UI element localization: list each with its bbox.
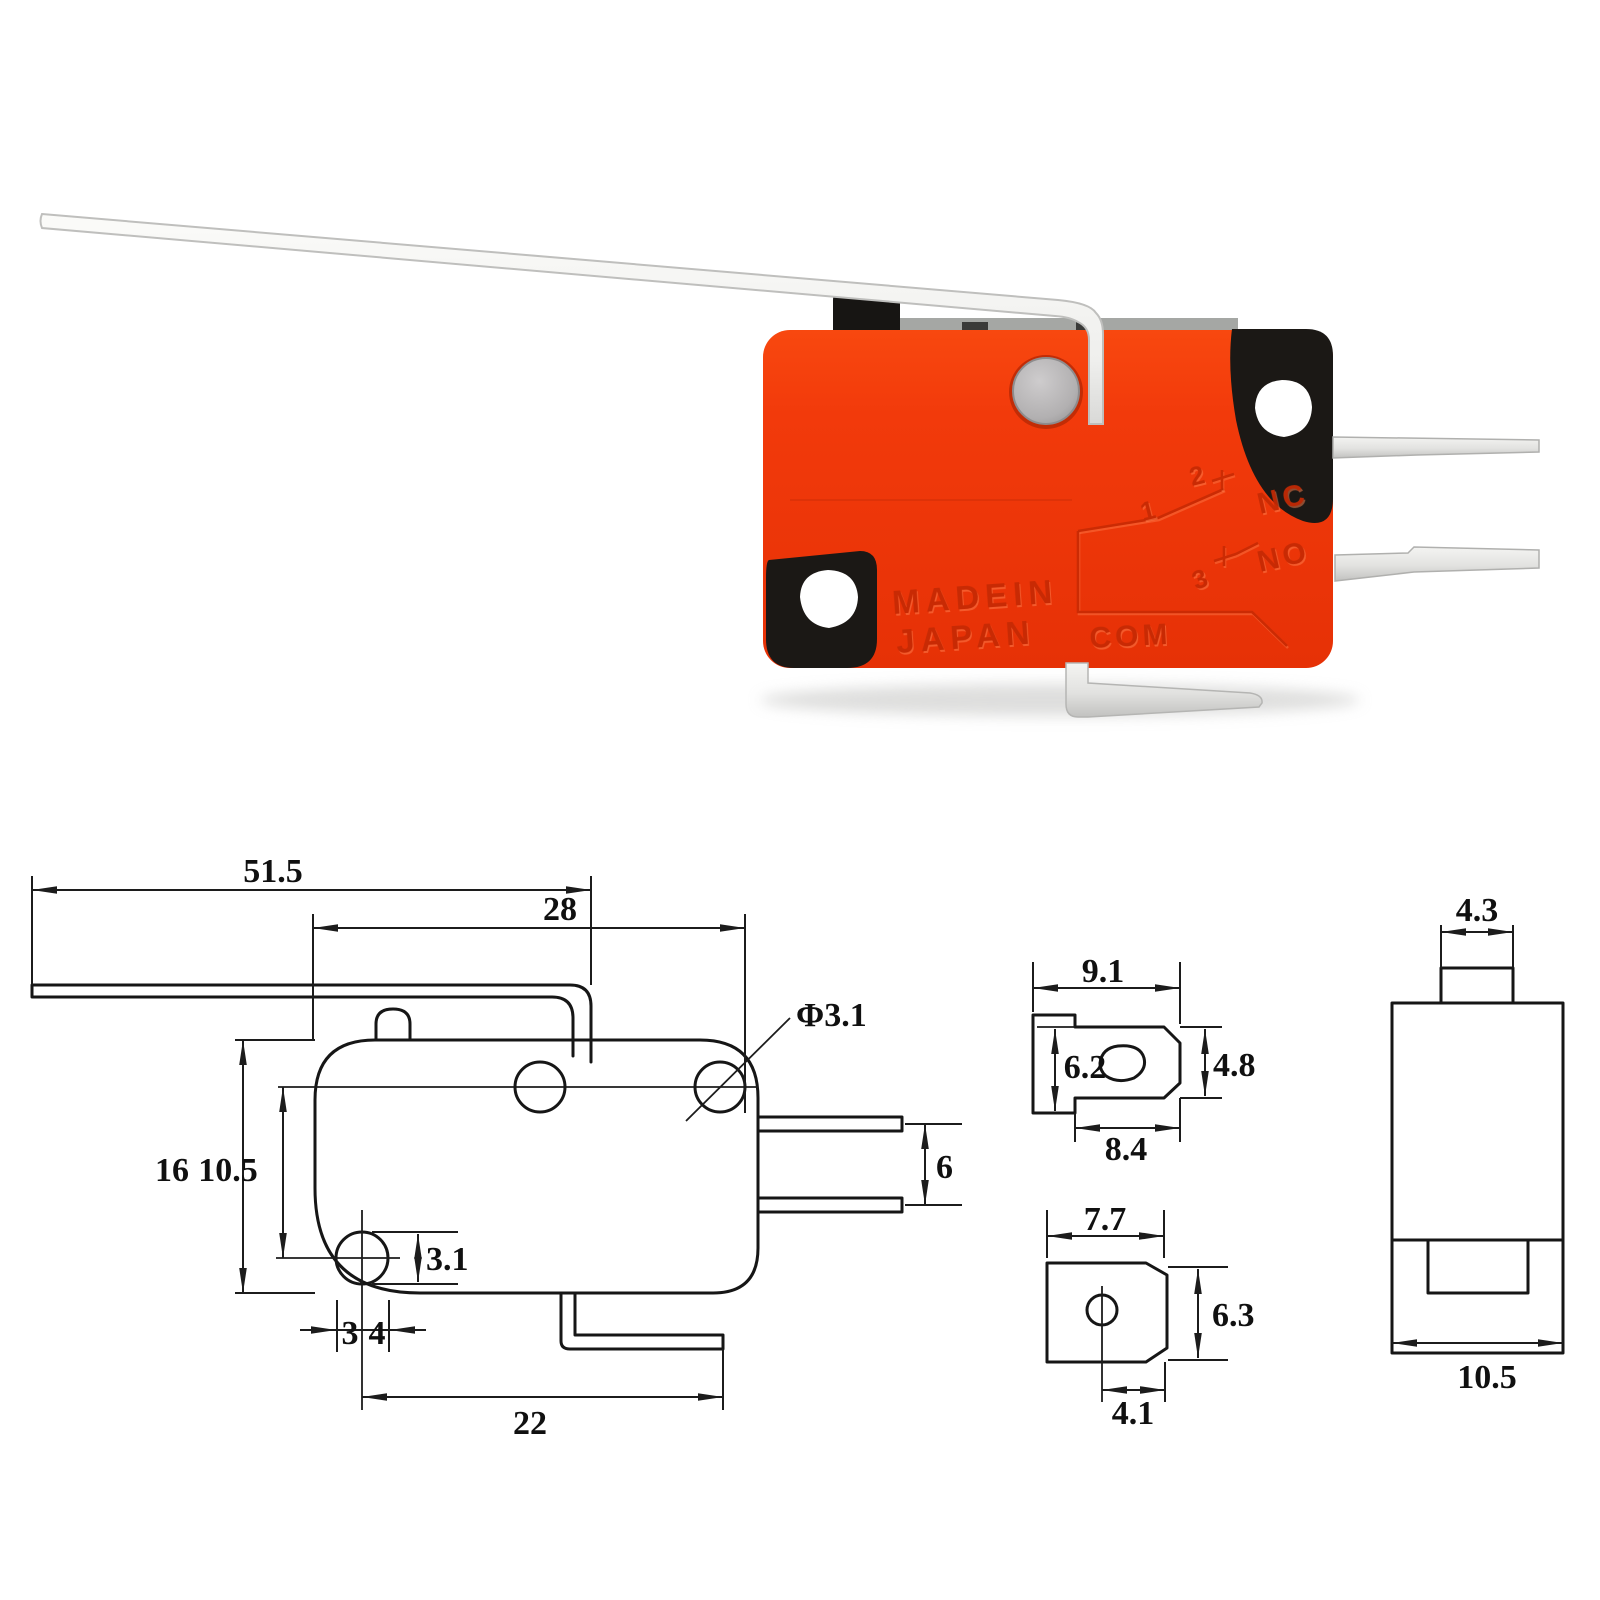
- ext-3-4: [336, 1300, 390, 1352]
- dim-lever-length: 51.5: [243, 853, 303, 890]
- pin1-label: 1: [1137, 494, 1158, 527]
- blade2-outline: [756, 1196, 904, 1214]
- dim-front-plunger-width: 4.3: [1456, 892, 1499, 929]
- pin2-label: 2: [1186, 459, 1207, 492]
- dim-top-hole-diameter: Φ3.1: [796, 997, 867, 1034]
- plunger-button: [1012, 357, 1080, 425]
- bottom-view: 7.7 6.3 4.1: [1045, 1201, 1255, 1432]
- mounting-hole-top: [1255, 380, 1312, 437]
- dim-hole-offset-right: 4: [369, 1315, 386, 1352]
- body-outline: [313, 1038, 760, 1295]
- dim-hole-to-terminal: 22: [513, 1405, 547, 1442]
- dimension-drawing: 51.5 28 Φ3.1 16 10.5 6 3.1: [30, 853, 1565, 1442]
- dim-end-body-width: 8.4: [1105, 1131, 1148, 1168]
- dim-hole-spacing: 10.5: [198, 1152, 258, 1189]
- ext-3-1: [372, 1231, 458, 1285]
- ext-28: [312, 914, 746, 1113]
- end-view-terminal-hole: [1098, 1044, 1146, 1083]
- dim-body-width: 28: [543, 891, 577, 928]
- dim-front-body-width: 10.5: [1457, 1359, 1517, 1396]
- product-photo: 2 1 3 NC NO COM MADEIN JAPAN: [39, 212, 1540, 718]
- plunger-bump-outline: [374, 1007, 412, 1042]
- terminal-no: [1334, 546, 1540, 582]
- dim-bottom-hole-offset: 4.1: [1112, 1395, 1155, 1432]
- dim-hole-offset-left: 3: [342, 1315, 359, 1352]
- lever-hinge: [833, 291, 900, 336]
- front-body-outline: [1390, 1001, 1565, 1242]
- vent-slit: [962, 322, 988, 333]
- ext-6-3: [1168, 1266, 1228, 1361]
- front-terminal-block: [1426, 1238, 1530, 1295]
- dim-end-overall-width: 9.1: [1082, 953, 1125, 990]
- dim-body-height: 16: [155, 1152, 189, 1189]
- dim-end-body-height: 4.8: [1213, 1047, 1256, 1084]
- ext-4-8: [1180, 1026, 1222, 1099]
- terminal-com: [1065, 662, 1263, 718]
- blade1-outline: [756, 1115, 904, 1133]
- dim-bottom-height: 6.3: [1212, 1297, 1255, 1334]
- ext-16: [235, 1039, 315, 1294]
- top-hole-leader: [685, 1017, 791, 1122]
- ext-51-5: [31, 876, 592, 985]
- dim-terminal-gap: 6: [936, 1149, 953, 1186]
- bottom-view-outline: [1045, 1261, 1169, 1364]
- com-label: COM: [1089, 618, 1173, 655]
- dim-end-flange-height: 6.2: [1064, 1049, 1107, 1086]
- terminal-nc: [1332, 436, 1540, 459]
- body-shadow: [760, 684, 1360, 716]
- front-lower-outline: [1390, 1238, 1565, 1355]
- lever-outline: [30, 983, 593, 1064]
- dim-bottom-width: 7.7: [1084, 1201, 1127, 1238]
- side-view: 51.5 28 Φ3.1 16 10.5 6 3.1: [30, 853, 962, 1442]
- ext-6: [905, 1123, 962, 1206]
- terminal-end-view: 9.1 6.2 4.8 8.4: [1031, 953, 1256, 1168]
- front-view: 4.3 10.5: [1390, 892, 1565, 1396]
- mounting-hole-bottom: [800, 570, 858, 628]
- plunger-circle: [513, 1060, 567, 1114]
- lever-arm: [39, 212, 1104, 425]
- dim-bottom-hole-diameter: 3.1: [426, 1241, 469, 1278]
- com-terminal-outline: [559, 1291, 725, 1351]
- front-plunger-outline: [1439, 966, 1515, 1005]
- end-view-outline: [1031, 1013, 1182, 1115]
